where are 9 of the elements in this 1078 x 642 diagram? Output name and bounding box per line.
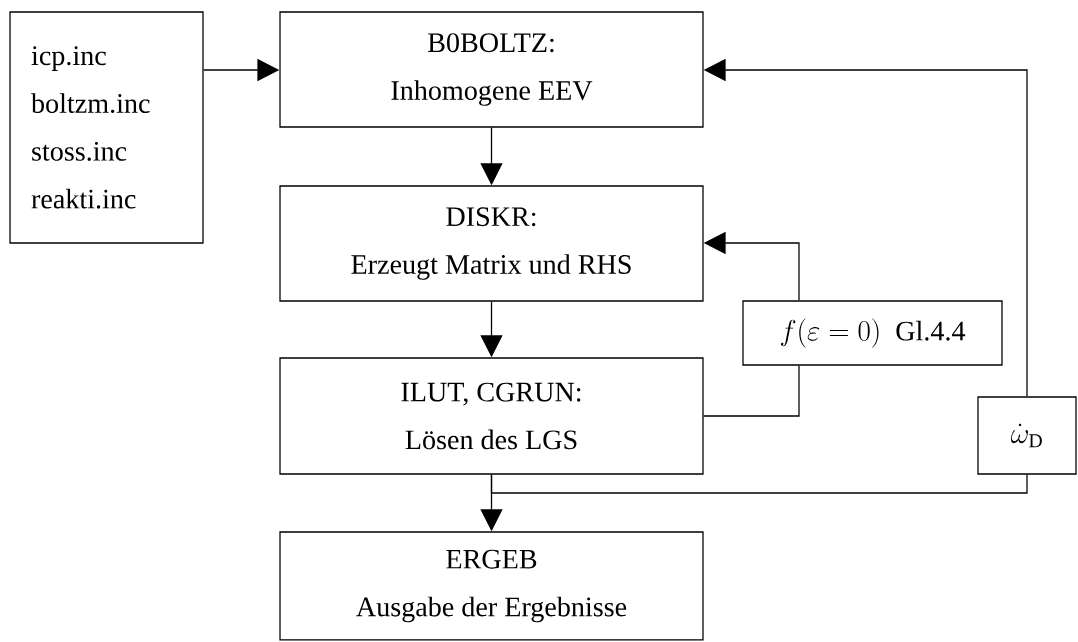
process-box: ERGEB Ausgabe der Ergebnisse bbox=[279, 531, 704, 641]
process-box: DISKR: Erzeugt Matrix und RHS bbox=[279, 185, 704, 302]
connector-line bbox=[490, 474, 1028, 494]
process-box: ILUT, CGRUN: Lösen des LGS bbox=[279, 357, 704, 475]
connector-line bbox=[703, 365, 800, 417]
formula-box: $\dot{\omega}_{\mathrm{D}}$ bbox=[977, 396, 1077, 475]
file-list-box: icp.inc boltzm.inc stoss.inc reakti.inc bbox=[9, 11, 204, 244]
formula-box: $f(\varepsilon=0)$ Gl.4.4 bbox=[742, 300, 1003, 366]
process-box: B0BOLTZ: Inhomogene EEV bbox=[279, 11, 704, 128]
